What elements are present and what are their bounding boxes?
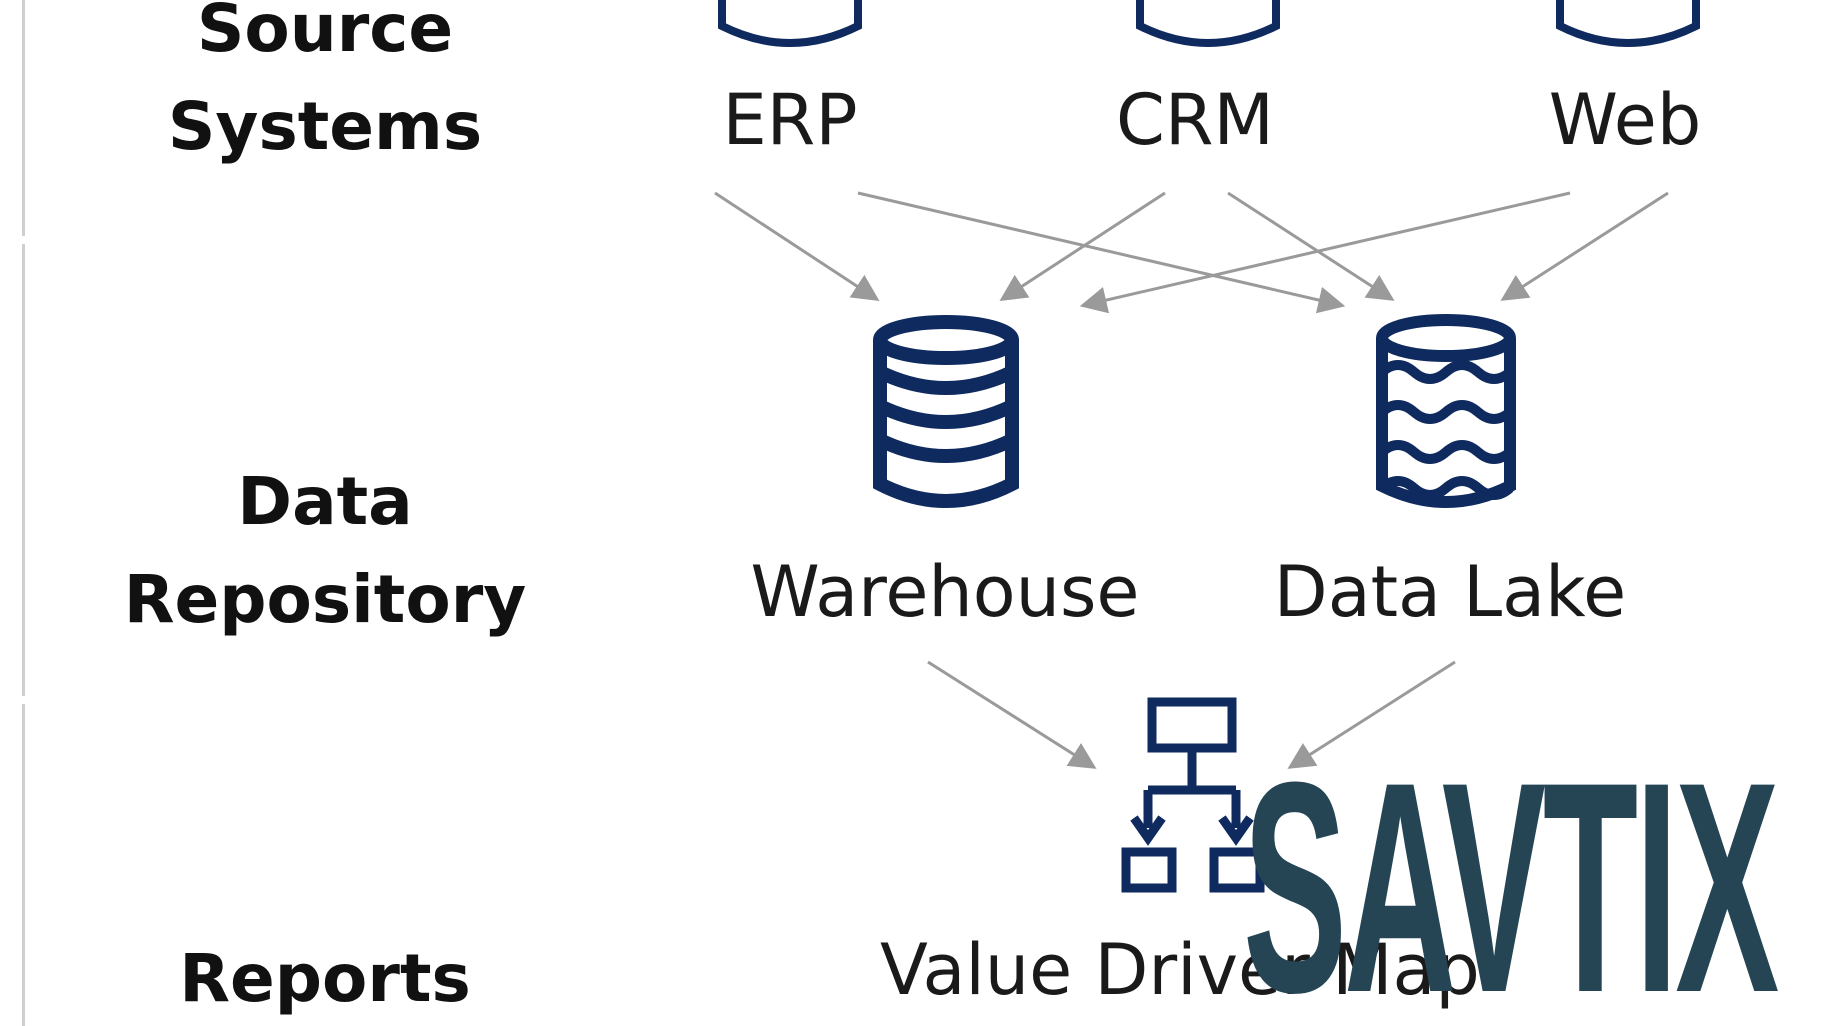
left-border [22,0,25,1026]
node-label-value-driver-map: Value Driver Map [880,929,1480,1011]
row-label-reports-line1: Reports [179,940,471,1017]
arrow-erp-to-data-lake [857,191,1346,314]
arrow-crm-to-data-lake [1227,191,1395,301]
crm-database-icon [1136,0,1280,47]
row-label-reports: Reports [90,930,560,1026]
row-label-repository-line2: Repository [123,561,527,638]
arrow-warehouse-to-value-driver-map [927,660,1097,769]
arrow-erp-to-warehouse [714,191,880,301]
row-label-source-line2: Systems [167,88,483,165]
row-label-data-repository: Data Repository [90,453,560,649]
savtix-watermark: SAVTIX [1243,719,1779,1026]
row-label-repository-line1: Data [237,463,413,540]
arrow-crm-to-warehouse [999,191,1166,301]
web-database-icon [1556,0,1700,47]
node-label-crm: CRM [1116,79,1274,161]
node-label-warehouse: Warehouse [750,551,1140,633]
repository-to-report-arrows [927,660,1456,769]
node-label-erp: ERP [722,79,858,161]
data-lake-database-icon [1376,314,1516,508]
node-label-web: Web [1548,79,1702,161]
warehouse-database-icon [873,315,1019,508]
arrow-web-to-warehouse [1079,191,1571,314]
source-to-repository-arrows [714,191,1669,314]
erp-database-icon [718,0,862,47]
hierarchy-chart-icon [1121,697,1265,893]
row-label-source-systems: Source Systems [90,0,560,176]
arrow-web-to-data-lake [1500,191,1669,301]
arrow-data-lake-to-value-driver-map [1287,660,1456,769]
row-label-source-line1: Source [196,0,454,67]
node-label-data-lake: Data Lake [1273,551,1627,633]
